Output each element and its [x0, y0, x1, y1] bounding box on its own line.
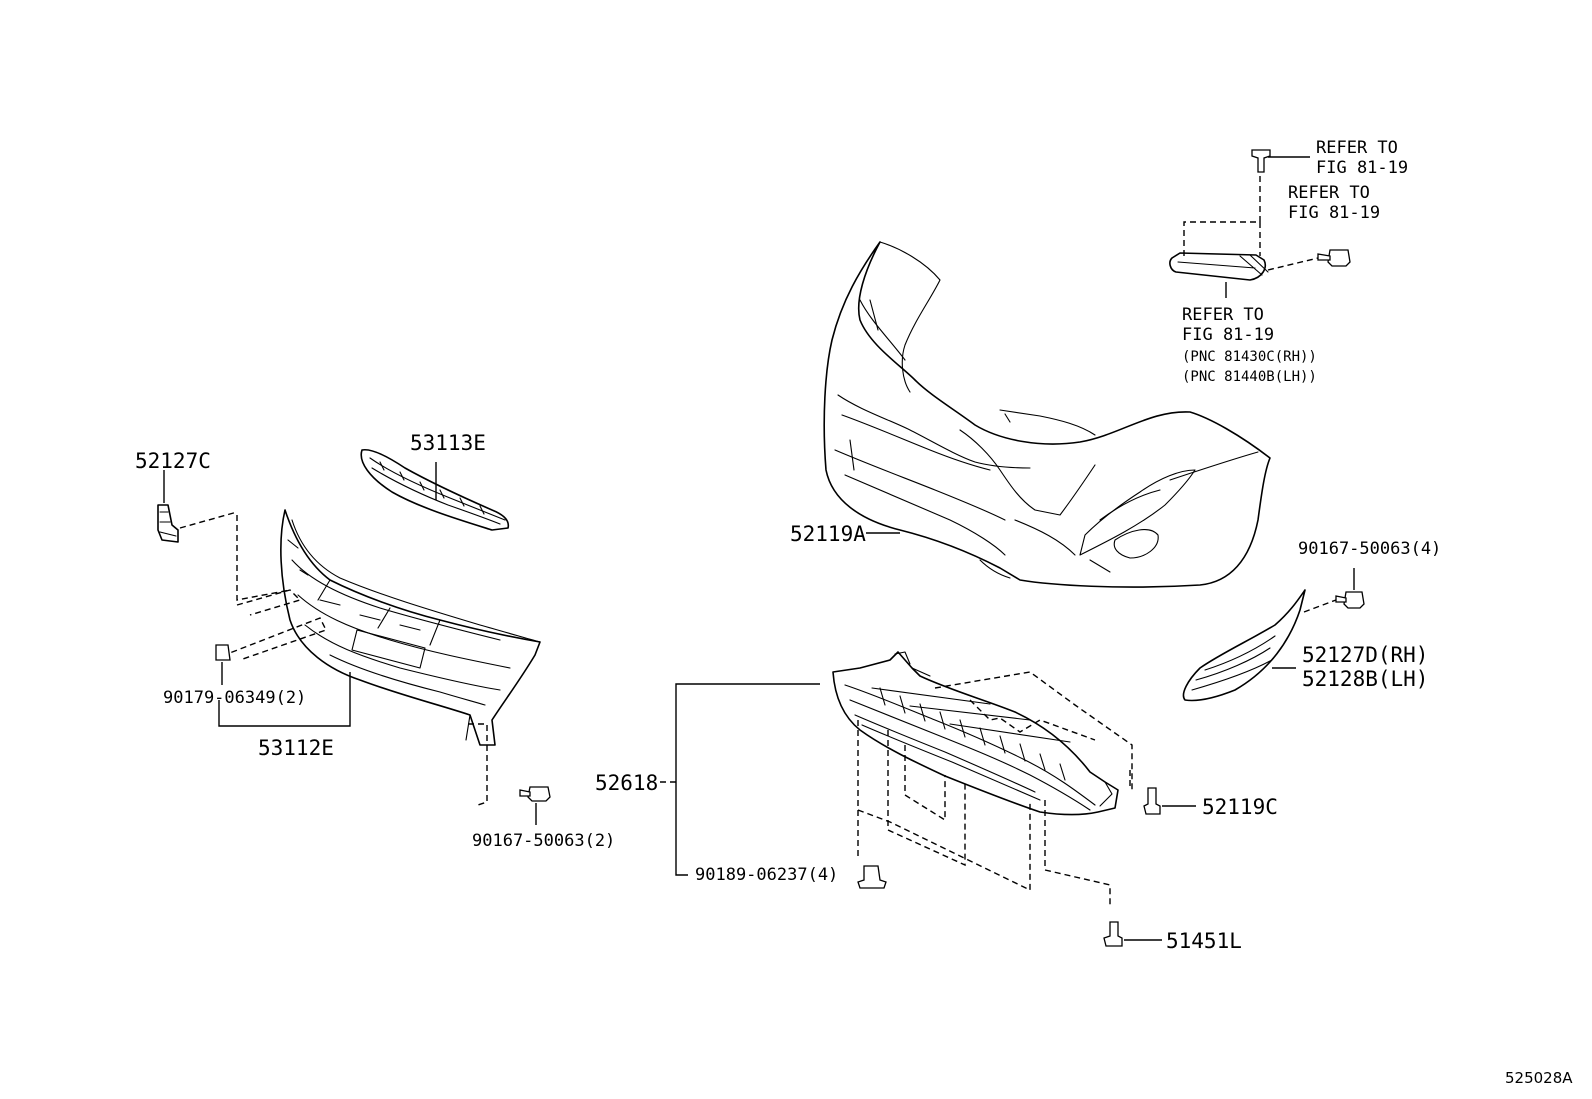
refer-to-label-2b: FIG 81-19 [1288, 203, 1380, 223]
side-cover-52127D [1182, 589, 1337, 702]
refer-to-label-3a: REFER TO [1182, 305, 1264, 325]
refer-to-label-2a: REFER TO [1288, 183, 1370, 203]
label-52618: 52618 [595, 771, 658, 795]
fog-lamp-clip-top [1251, 149, 1271, 173]
label-53113E: 53113E [410, 431, 486, 455]
upper-grille [360, 448, 510, 531]
screw-90167-right [1335, 568, 1365, 609]
bumper-cover [823, 241, 1271, 588]
refer-to-label-1a: REFER TO [1316, 138, 1398, 158]
screw-52119C [1143, 787, 1196, 815]
label-51451L: 51451L [1166, 929, 1242, 953]
screw-90167-left [519, 786, 551, 825]
label-52127C: 52127C [135, 449, 211, 473]
clip-90189 [857, 865, 887, 889]
pnc-rh-label: (PNC 81430C(RH)) [1182, 349, 1317, 365]
bracket-52127C [157, 470, 238, 543]
lower-grille [221, 509, 541, 807]
label-52127D-RH: 52127D(RH) [1302, 643, 1428, 667]
fog-lamp-screw-side [1317, 249, 1351, 267]
label-90167-50063-right: 90167-50063(4) [1298, 539, 1441, 559]
bolt-51451L [1103, 921, 1162, 947]
label-52119A: 52119A [790, 522, 866, 546]
lower-grille-leader [218, 672, 351, 727]
label-90189-06237: 90189-06237(4) [695, 865, 838, 885]
label-53112E: 53112E [258, 736, 334, 760]
figure-id: 525028A [1505, 1069, 1573, 1087]
refer-to-label-1b: FIG 81-19 [1316, 158, 1408, 178]
label-90167-50063-left: 90167-50063(2) [472, 831, 615, 851]
label-52128B-LH: 52128B(LH) [1302, 667, 1428, 691]
pnc-lh-label: (PNC 81440B(LH)) [1182, 369, 1317, 385]
label-52119C: 52119C [1202, 795, 1278, 819]
refer-to-label-3b: FIG 81-19 [1182, 325, 1274, 345]
engine-under-cover [832, 651, 1119, 816]
clip-90179 [215, 644, 231, 685]
under-cover-leader [660, 683, 820, 876]
label-90179-06349: 90179-06349(2) [163, 688, 306, 708]
fog-lamp [1169, 156, 1319, 298]
under-cover-dashed-lines [857, 671, 1133, 905]
